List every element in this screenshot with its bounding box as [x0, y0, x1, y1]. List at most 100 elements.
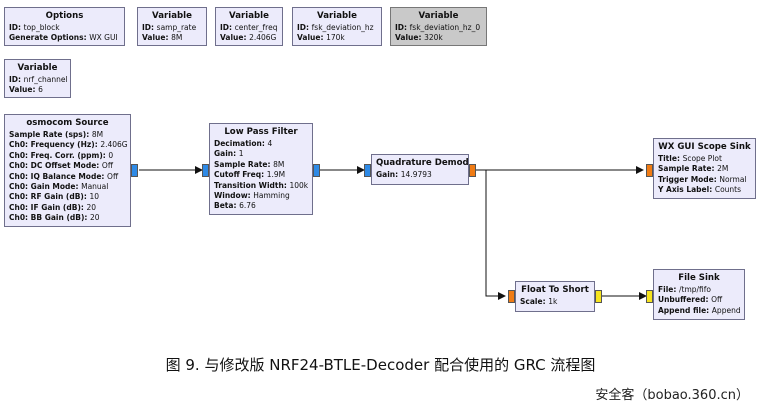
param-key: ID — [9, 23, 19, 32]
param-key: Ch0: IF Gain (dB) — [9, 202, 81, 212]
param-sep: : — [243, 33, 250, 43]
block-title: Options — [45, 11, 84, 21]
param-sep: : — [102, 150, 109, 160]
param-sep: : — [32, 85, 39, 95]
param-key: Gain — [376, 170, 396, 179]
param-value: Off — [107, 171, 119, 181]
param-key: Transition Width — [214, 180, 284, 190]
param-key: Ch0: Freq. Corr. (ppm) — [9, 150, 103, 160]
param-value: Off — [711, 295, 723, 305]
param-sep: : — [151, 23, 157, 32]
param-key: Ch0: IQ Balance Mode — [9, 171, 102, 181]
filesink-in-port[interactable] — [646, 290, 653, 303]
param-sep: : — [233, 201, 240, 211]
param-key: Trigger Mode — [658, 174, 714, 184]
param-sep: : — [261, 139, 268, 148]
param-key: Append file — [658, 305, 707, 315]
param-sep: : — [261, 170, 267, 180]
param-value: 10 — [89, 192, 100, 202]
param-sep: : — [247, 191, 254, 201]
block-param: Ch0: BB Gain (dB): 20 — [9, 213, 126, 223]
param-sep: : — [18, 75, 24, 84]
block-param: Sample Rate: 8M — [214, 160, 308, 170]
param-sep: : — [418, 33, 425, 43]
block-param: ID: top_block — [9, 23, 120, 33]
param-sep: : — [320, 33, 327, 43]
lpf-out-port[interactable] — [313, 164, 320, 177]
param-sep: : — [80, 202, 87, 212]
param-sep: : — [86, 130, 92, 139]
param-key: Sample Rate (sps) — [9, 130, 87, 139]
param-value: nrf_channel — [23, 75, 68, 84]
param-value: 14.9793 — [400, 170, 432, 179]
param-key: Gain — [214, 149, 234, 159]
block-param: Ch0: IQ Balance Mode: Off — [9, 172, 126, 182]
param-key: ID — [395, 23, 405, 32]
param-sep: : — [673, 285, 679, 294]
param-sep: : — [75, 182, 82, 192]
param-key: Title — [658, 154, 677, 163]
block-param: Ch0: Gain Mode: Manual — [9, 182, 126, 192]
param-sep: : — [18, 23, 24, 32]
block-param: Append file: Append — [658, 305, 741, 316]
figure-caption: 图 9. 与修改版 NRF24-BTLE-Decoder 配合使用的 GRC 流… — [165, 356, 596, 374]
param-value: 8M — [273, 159, 285, 169]
param-value: 20 — [90, 213, 100, 223]
param-sep: : — [267, 159, 274, 169]
block-param: Unbuffered: Off — [658, 295, 740, 305]
scope-in-port[interactable] — [646, 164, 653, 177]
param-value: top_block — [23, 23, 60, 32]
f2s-out-port[interactable] — [595, 290, 602, 303]
block-title: WX GUI Scope Sink — [658, 142, 751, 152]
block-param: Ch0: Freq. Corr. (ppm): 0 — [9, 151, 126, 161]
param-sep: : — [709, 185, 715, 195]
connection-layer — [139, 166, 647, 300]
block-param: Value: 6 — [9, 85, 66, 95]
block-param: ID: fsk_deviation_hz — [297, 23, 377, 33]
param-sep: : — [84, 213, 91, 223]
param-value: 8M — [91, 130, 104, 139]
param-key: Value — [220, 33, 244, 43]
quad-out-port[interactable] — [469, 164, 476, 177]
param-key: Value — [142, 33, 166, 43]
f2s-in-port[interactable] — [508, 290, 515, 303]
block-param: ID: nrf_channel — [9, 75, 68, 85]
param-value: fsk_deviation_hz — [311, 23, 374, 32]
osmocom-out-port[interactable] — [131, 164, 138, 177]
param-value: 2M — [717, 164, 729, 174]
block-title: Variable — [418, 11, 459, 21]
block-title: Low Pass Filter — [224, 127, 298, 137]
param-sep: : — [395, 170, 401, 179]
param-key: ID — [297, 23, 307, 32]
quad-in-port[interactable] — [364, 164, 371, 177]
param-sep: : — [713, 174, 720, 184]
block-param: Transition Width: 100k — [214, 181, 308, 191]
param-value: 170k — [326, 33, 345, 43]
param-key: Ch0: RF Gain (dB) — [9, 192, 84, 202]
lpf-in-port[interactable] — [202, 164, 209, 177]
param-sep: : — [83, 192, 90, 202]
param-key: Window — [214, 191, 248, 201]
param-key: Ch0: DC Offset Mode — [9, 161, 97, 171]
param-value: 6.76 — [239, 201, 256, 211]
block-param: Ch0: DC Offset Mode: Off — [9, 161, 126, 171]
param-key: Beta — [214, 201, 234, 211]
block-title: File Sink — [678, 273, 720, 283]
block-param: Value: 2.406G — [220, 33, 278, 43]
param-key: Value — [297, 33, 321, 43]
param-key: File — [658, 285, 674, 294]
block-title: Quadrature Demod — [376, 158, 469, 168]
